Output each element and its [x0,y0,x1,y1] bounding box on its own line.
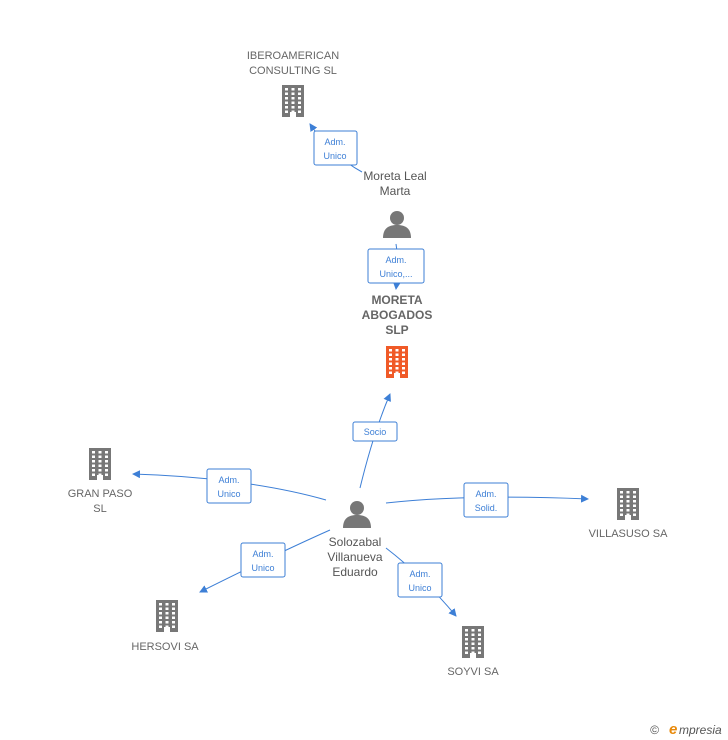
node-soyvi-sa[interactable]: SOYVI SA [447,626,499,678]
node-label-line: Eduardo [332,565,378,579]
edge-label-solozabal-hersovi: Adm. Unico [240,542,286,578]
brand-name: mpresia [679,723,722,737]
building-icon [282,85,304,117]
node-iberoamerican[interactable]: IBEROAMERICAN CONSULTING SL [247,50,339,117]
node-solozabal-villanueva-eduardo[interactable]: Solozabal Villanueva Eduardo [327,501,383,579]
node-label-line: MORETA [371,293,422,307]
node-label-line: Solozabal [329,535,382,549]
node-label-line: VILLASUSO SA [589,528,669,540]
node-hersovi-sa[interactable]: HERSOVI SA [131,600,199,653]
edge-label-line: Adm. [409,569,430,579]
building-icon [462,626,484,658]
building-icon [156,600,178,632]
edge-label-line: Unico [251,563,274,573]
edge-label-line: Unico [323,151,346,161]
edge-label-solozabal-soyvi: Adm. Unico [397,562,443,598]
node-label-line: Villanueva [327,550,382,564]
building-icon [617,488,639,520]
node-moreta-leal-marta[interactable]: Moreta Leal Marta [363,169,427,238]
node-label-line: ABOGADOS [362,308,433,322]
person-icon [383,211,411,238]
edge-label-line: Unico [408,583,431,593]
building-icon [386,346,408,378]
node-label-line: CONSULTING SL [249,65,337,77]
edge-label-line: Adm. [385,255,406,265]
node-label-line: GRAN PASO [68,488,133,500]
building-icon [89,448,111,480]
edge-label-moreta-iberoamerican: Adm. Unico [313,130,358,166]
empresia-logo: © e mpresia [650,721,722,738]
node-villasuso-sa[interactable]: VILLASUSO SA [589,488,669,540]
node-label-line: Moreta Leal [363,169,426,183]
edge-label-line: Adm. [475,489,496,499]
node-label-line: SLP [385,323,408,337]
edge-label-solozabal-granpaso: Adm. Unico [206,468,252,504]
node-label-line: SL [93,503,106,515]
edge-label-solozabal-abogados: Socio [352,421,398,442]
edge-label-line: Solid. [475,503,498,513]
node-moreta-abogados-slp[interactable]: MORETA ABOGADOS SLP [362,293,433,378]
edge-label-line: Socio [364,427,387,437]
edge-label-line: Unico [217,489,240,499]
person-icon [343,501,371,528]
edge-label-line: Adm. [324,137,345,147]
edge-label-solozabal-villasuso: Adm. Solid. [463,482,509,518]
edge-label-line: Adm. [252,549,273,559]
edge-label-moreta-abogados: Adm. Unico,... [367,248,425,284]
copyright-symbol: © [650,723,659,737]
node-gran-paso-sl[interactable]: GRAN PASO SL [68,448,133,515]
brand-letter-e: e [669,721,677,738]
edge-label-line: Adm. [218,475,239,485]
node-label-line: Marta [380,184,411,198]
node-label-line: HERSOVI SA [131,641,199,653]
node-label-line: SOYVI SA [447,666,499,678]
node-label-line: IBEROAMERICAN [247,50,339,62]
edge-label-line: Unico,... [379,269,412,279]
